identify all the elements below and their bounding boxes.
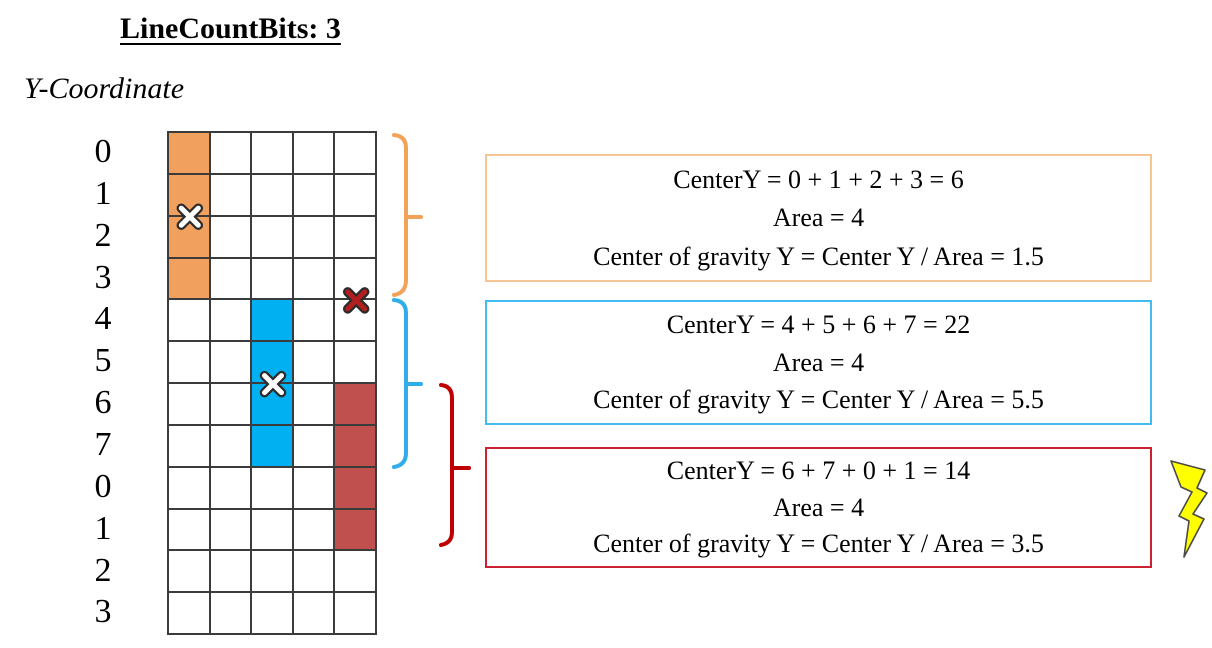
formula-box-blue: CenterY = 4 + 5 + 6 + 7 = 22 Area = 4 Ce… — [485, 300, 1152, 425]
formula-line: CenterY = 4 + 5 + 6 + 7 = 22 — [666, 309, 971, 339]
grid-cell — [252, 258, 292, 299]
grid-cell — [169, 593, 209, 634]
grid-cell — [335, 174, 375, 215]
y-coordinate-label: Y-Coordinate — [24, 72, 185, 105]
grid-cell — [293, 509, 334, 550]
blue-brace — [392, 298, 423, 469]
row-label: 5 — [94, 342, 112, 380]
grid-cell — [293, 300, 334, 341]
formula-box-orange: CenterY = 0 + 1 + 2 + 3 = 6 Area = 4 Cen… — [485, 154, 1152, 282]
grid-cell — [210, 509, 251, 550]
grid-cell — [293, 174, 334, 215]
grid-cell — [335, 342, 375, 383]
grid-cell — [293, 133, 334, 173]
row-label: 7 — [94, 425, 112, 463]
lightning-bolt-icon — [1170, 460, 1208, 558]
grid-cell — [335, 551, 375, 592]
page-title: LineCountBits: 3 — [120, 12, 341, 45]
grid-cell-filled — [335, 384, 375, 424]
formula-line: CenterY = 0 + 1 + 2 + 3 = 6 — [673, 164, 964, 194]
row-label: 0 — [94, 467, 112, 505]
formula-line: Center of gravity Y = Center Y / Area = … — [593, 529, 1044, 559]
grid-cell — [335, 216, 375, 257]
grid-cell — [252, 509, 292, 550]
grid-cell-filled — [169, 258, 209, 299]
formula-line: Area = 4 — [772, 347, 865, 377]
row-label: 2 — [94, 551, 112, 589]
grid-cell — [335, 593, 375, 634]
grid-cell — [210, 425, 251, 466]
orange-brace — [392, 133, 423, 297]
formula-box-red: CenterY = 6 + 7 + 0 + 1 = 14 Area = 4 Ce… — [485, 447, 1152, 568]
grid-cell — [169, 384, 209, 424]
row-label: 6 — [94, 384, 112, 422]
grid-cell — [252, 174, 292, 215]
grid-cell-filled — [335, 425, 375, 466]
grid-cell-filled — [335, 467, 375, 508]
grid-cell — [169, 300, 209, 341]
pixel-grid — [167, 131, 377, 636]
grid-cell — [210, 551, 251, 592]
grid-cell — [210, 593, 251, 634]
grid-cell-filled — [252, 300, 292, 341]
grid-cell — [210, 342, 251, 383]
grid-cell — [293, 384, 334, 424]
grid-cell — [335, 300, 375, 341]
row-label: 2 — [94, 216, 112, 254]
grid-cell — [169, 425, 209, 466]
grid-cell-filled — [169, 133, 209, 173]
grid-cell — [252, 551, 292, 592]
grid-cell — [293, 258, 334, 299]
grid-cell — [293, 425, 334, 466]
red-brace — [439, 383, 471, 547]
grid-cell-filled — [169, 216, 209, 257]
grid-cell — [252, 467, 292, 508]
grid-cell — [210, 467, 251, 508]
grid-cell-filled — [252, 342, 292, 383]
row-label: 0 — [94, 133, 112, 170]
grid-cell — [293, 342, 334, 383]
row-label: 3 — [94, 593, 112, 631]
grid-cell-filled — [335, 509, 375, 550]
grid-cell — [293, 467, 334, 508]
grid-cell — [169, 467, 209, 508]
grid-cell — [169, 551, 209, 592]
formula-line: Area = 4 — [772, 203, 865, 232]
grid-cell — [210, 133, 251, 173]
formula-line: Area = 4 — [772, 492, 865, 522]
grid-cell — [210, 384, 251, 424]
grid-cell — [293, 593, 334, 634]
grid-cell — [252, 593, 292, 634]
grid-cell — [335, 133, 375, 173]
grid-cell — [169, 342, 209, 383]
grid-cell — [210, 174, 251, 215]
grid-cell — [335, 258, 375, 299]
grid-cell-filled — [252, 425, 292, 466]
grid-cell — [252, 133, 292, 173]
grid-cell — [210, 300, 251, 341]
row-label: 3 — [94, 258, 112, 296]
formula-line: Center of gravity Y = Center Y / Area = … — [593, 385, 1044, 415]
grid-cell — [293, 551, 334, 592]
row-label: 4 — [94, 300, 112, 338]
grid-cell-filled — [252, 384, 292, 424]
grid-cell — [210, 258, 251, 299]
grid-cell — [169, 509, 209, 550]
row-label: 1 — [94, 509, 112, 547]
formula-line: CenterY = 6 + 7 + 0 + 1 = 14 — [666, 455, 971, 485]
row-label: 1 — [94, 174, 112, 212]
grid-cell — [293, 216, 334, 257]
grid-cell-filled — [169, 174, 209, 215]
grid-cell — [252, 216, 292, 257]
grid-cell — [210, 216, 251, 257]
formula-line: Center of gravity Y = Center Y / Area = … — [593, 241, 1044, 271]
